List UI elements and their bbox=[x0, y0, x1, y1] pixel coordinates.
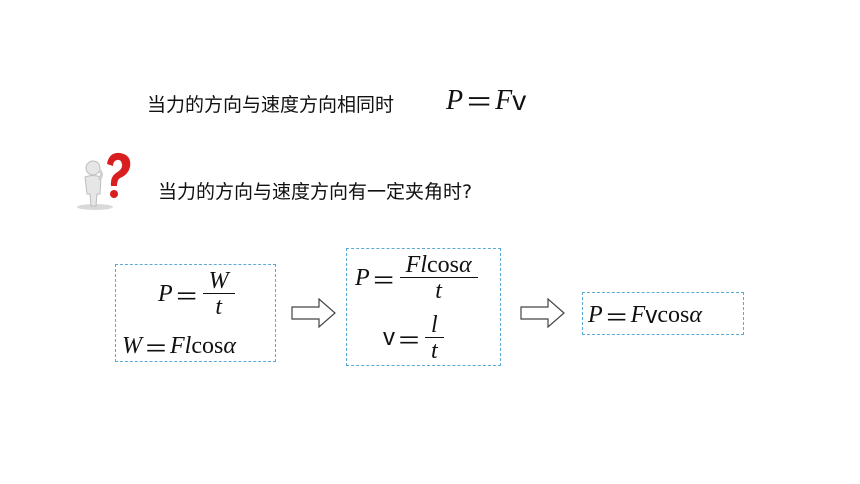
fraction-flcos-over-t: Flcosα t bbox=[399, 253, 478, 304]
symbol-fl: Fl bbox=[170, 333, 192, 359]
symbol-f: F bbox=[495, 85, 513, 116]
result-box bbox=[582, 292, 744, 335]
symbol-alpha: α bbox=[459, 252, 472, 278]
symbol-alpha: α bbox=[689, 302, 702, 328]
symbol-f: F bbox=[630, 302, 646, 328]
formula-p-equals-fvcos: P ＝ F v cos α bbox=[588, 298, 702, 333]
arrow-right-icon bbox=[291, 298, 336, 328]
fraction-bar bbox=[399, 277, 478, 278]
symbol-p: P bbox=[446, 85, 464, 116]
numerator-flcos: Flcosα bbox=[400, 253, 478, 277]
arrow-right-icon bbox=[520, 298, 565, 328]
fraction-bar bbox=[202, 293, 235, 294]
statement-same-direction: 当力的方向与速度方向相同时 bbox=[147, 94, 395, 116]
symbol-v: v bbox=[645, 301, 658, 329]
symbol-v: v bbox=[512, 85, 527, 116]
equals-sign: ＝ bbox=[397, 326, 421, 355]
question-mark-person-icon bbox=[77, 152, 131, 210]
cos-function: cos bbox=[191, 333, 224, 359]
symbol-alpha: α bbox=[223, 333, 236, 359]
formula-work: W ＝ Fl cos α bbox=[122, 329, 236, 364]
equals-sign: ＝ bbox=[465, 86, 494, 119]
equals-sign: ＝ bbox=[371, 266, 396, 295]
numerator-l: l bbox=[431, 312, 438, 338]
symbol-p: P bbox=[158, 280, 173, 307]
formula-power-fv: P ＝ F v bbox=[446, 81, 526, 121]
equals-sign: ＝ bbox=[174, 282, 199, 311]
symbol-v: v bbox=[383, 324, 395, 351]
cos-function: cos bbox=[427, 252, 459, 278]
formula-v-equals-l-over-t: v ＝ l t bbox=[383, 313, 444, 363]
fraction-w-over-t: W t bbox=[202, 268, 235, 320]
fraction-l-over-t: l t bbox=[425, 313, 444, 363]
cos-function: cos bbox=[657, 302, 690, 328]
question-angle-between: 当力的方向与速度方向有一定夹角时? bbox=[158, 181, 473, 203]
fraction-bar bbox=[425, 337, 444, 338]
formula-p-equals-w-over-t: P ＝ W t bbox=[158, 269, 235, 319]
symbol-p: P bbox=[588, 302, 603, 328]
symbol-w: W bbox=[122, 333, 142, 359]
derivation-box-1 bbox=[115, 264, 276, 362]
symbol-p: P bbox=[355, 264, 370, 291]
equals-sign: ＝ bbox=[604, 304, 629, 332]
symbol-fl: Fl bbox=[405, 252, 427, 278]
formula-p-equals-flcos-over-t: P ＝ Flcosα t bbox=[355, 253, 478, 303]
equals-sign: ＝ bbox=[144, 335, 168, 363]
numerator-w: W bbox=[208, 268, 229, 294]
denominator-t: t bbox=[431, 338, 438, 364]
derivation-box-2 bbox=[346, 248, 501, 366]
denominator-t: t bbox=[215, 294, 222, 320]
denominator-t: t bbox=[435, 278, 442, 304]
